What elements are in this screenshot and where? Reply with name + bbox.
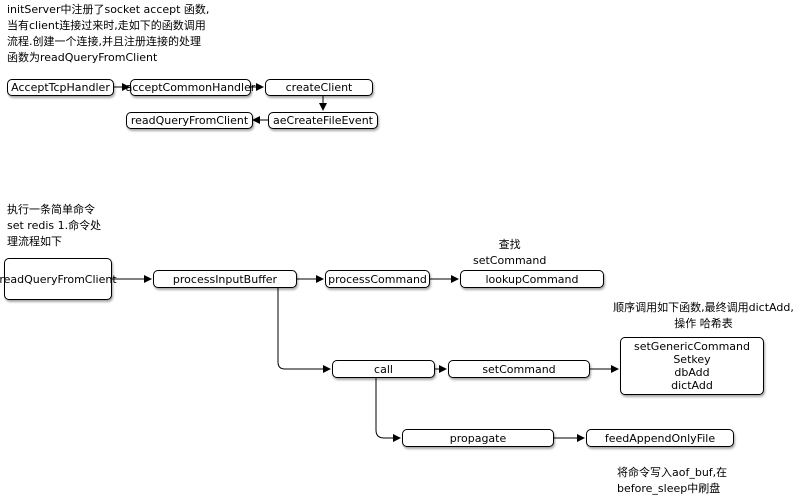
node-ae-create-file-event[interactable]: aeCreateFileEvent [268, 112, 378, 129]
node-call[interactable]: call [332, 360, 435, 378]
node-read-query-from-client-top[interactable]: readQueryFromClient [126, 112, 253, 129]
note-aof-line-1: 将命令写入aof_buf,在 [617, 466, 728, 479]
note-accept-line-2: 当有client连接过来时,走如下的函数调用 [7, 19, 206, 32]
arrow-call-to-propagate [375, 378, 401, 442]
node-propagate[interactable]: propagate [402, 429, 554, 447]
note-set-command: 执行一条简单命令 set redis 1.命令处 理流程如下 [7, 202, 101, 250]
node-process-input-buffer[interactable]: processInputBuffer [153, 270, 297, 288]
note-set-line-3: 理流程如下 [7, 235, 62, 248]
note-accept-line-3: 流程.创建一个连接,并且注册连接的处理 [7, 35, 201, 48]
note-lookup-line-2: setCommand [473, 254, 547, 267]
note-accept-line-4: 函数为readQueryFromClient [7, 51, 158, 64]
node-accept-tcp-handler[interactable]: AcceptTcpHandler [7, 79, 114, 96]
node-process-command[interactable]: processCommand [325, 270, 430, 288]
note-lookup: 查找 setCommand [473, 237, 546, 269]
note-dict: 顺序调用如下函数,最终调用dictAdd, 操作 哈希表 [613, 300, 794, 332]
note-set-line-1: 执行一条简单命令 [7, 203, 95, 216]
node-setkey-label: Setkey [673, 353, 711, 366]
node-dictadd-label: dictAdd [671, 379, 713, 392]
note-dict-line-2: 操作 哈希表 [674, 317, 733, 330]
node-lookup-command[interactable]: lookupCommand [460, 270, 604, 288]
node-accept-common-handler[interactable]: acceptCommonHandler [125, 79, 256, 96]
note-aof: 将命令写入aof_buf,在 before_sleep中刷盘 [617, 465, 727, 497]
note-dict-line-1: 顺序调用如下函数,最终调用dictAdd, [613, 301, 794, 314]
node-set-command[interactable]: setCommand [448, 360, 590, 378]
node-create-client[interactable]: createClient [265, 79, 373, 96]
arrow-processinput-to-call [277, 288, 331, 373]
note-set-line-2: set redis 1.命令处 [7, 219, 102, 232]
note-accept-flow: initServer中注册了socket accept 函数, 当有client… [7, 2, 209, 66]
note-accept-line-1: initServer中注册了socket accept 函数, [7, 3, 210, 16]
note-lookup-line-1: 查找 [498, 238, 521, 251]
node-read-query-from-client[interactable]: readQueryFromClient [0, 258, 117, 300]
node-dbadd-label: dbAdd [674, 366, 710, 379]
node-set-generic-command-group[interactable]: setGenericCommand Setkey dbAdd dictAdd [620, 337, 764, 395]
note-aof-line-2: before_sleep中刷盘 [617, 482, 721, 495]
node-feed-append-only-file[interactable]: feedAppendOnlyFile [586, 429, 734, 447]
node-set-generic-command-label: setGenericCommand [633, 340, 750, 353]
